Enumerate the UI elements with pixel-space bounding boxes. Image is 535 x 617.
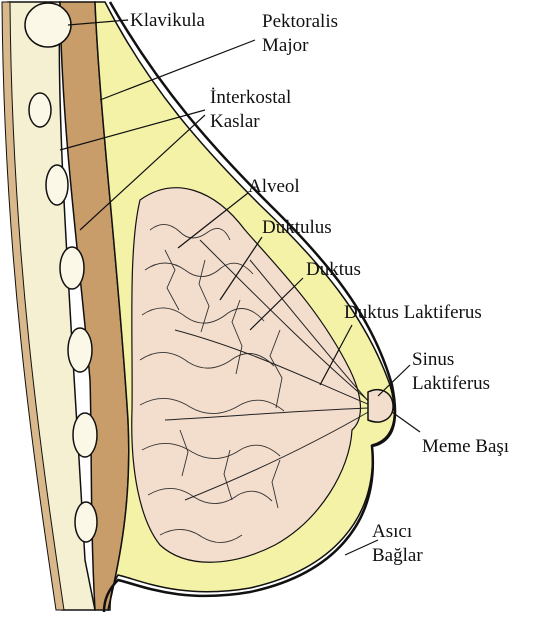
label-meme-basi: Meme Başı [422, 436, 509, 458]
label-interkostal-kaslar: İnterkostal Kaslar [210, 86, 291, 134]
label-duktulus: Duktulus [262, 217, 332, 239]
rib-6 [75, 502, 97, 542]
rib-2 [46, 165, 68, 205]
label-sinus-laktiferus: Sinus Laktiferus [412, 348, 490, 396]
label-pektoralis-line-2: Major [262, 34, 338, 58]
rib-1 [29, 93, 51, 127]
clavicle-bone [25, 3, 71, 47]
label-alveol: Alveol [248, 176, 300, 198]
label-sinus-line-2: Laktiferus [412, 372, 490, 396]
label-pektoralis-major: Pektoralis Major [262, 10, 338, 58]
nipple [368, 390, 393, 422]
label-duktus: Duktus [306, 259, 361, 281]
label-klavikula: Klavikula [130, 10, 205, 32]
label-asici-baglar: Asıcı Bağlar [372, 520, 423, 568]
rib-5 [73, 413, 97, 457]
label-sinus-line-1: Sinus [412, 348, 490, 372]
label-asici-line-1: Asıcı [372, 520, 423, 544]
rib-3 [60, 247, 84, 289]
label-duktus-laktiferus: Duktus Laktiferus [344, 302, 482, 324]
label-asici-line-2: Bağlar [372, 544, 423, 568]
label-interkostal-line-1: İnterkostal [210, 86, 291, 110]
label-interkostal-line-2: Kaslar [210, 110, 291, 134]
leader-meme-basi [392, 412, 420, 432]
label-pektoralis-line-1: Pektoralis [262, 10, 338, 34]
rib-4 [68, 328, 92, 372]
